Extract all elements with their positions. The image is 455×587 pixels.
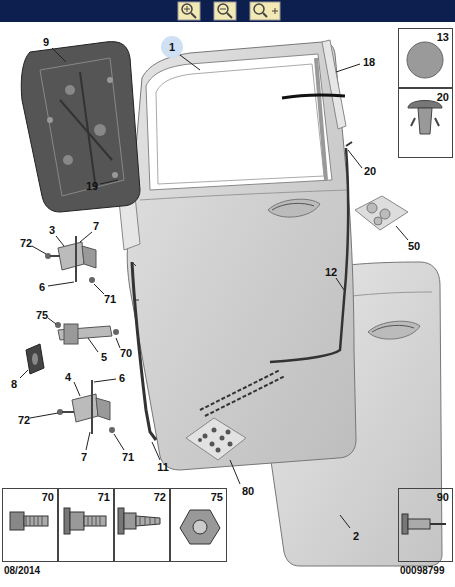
door-panel-1 [127,42,356,470]
door-seals [132,142,352,440]
part-thumbnail-box: 90 [398,488,453,562]
part-thumbnail-box: 70 [2,488,58,562]
callout-number: 70 [42,492,54,503]
callout-number: 71 [103,293,117,306]
part-thumbnail-box: 71 [58,488,114,562]
trim-strips [112,40,346,250]
callout-number: 2 [352,530,360,543]
callout-number: 11 [156,461,170,474]
callout-number: 20 [437,92,449,103]
window-regulator-panel [21,42,140,212]
part-thumbnail-box: 72 [114,488,170,562]
callout-number: 12 [324,266,338,279]
callout-number: 71 [121,451,135,464]
callout-number: 50 [407,240,421,253]
callout-number: 9 [42,36,50,49]
callout-number: 8 [10,378,18,391]
callout-number: 72 [154,492,166,503]
door-check [26,322,119,374]
leader-lines [20,36,408,528]
part-thumbnail-box: 20 [398,88,453,158]
callout-number: 13 [437,32,449,43]
callout-number: 72 [19,237,33,250]
fastener-kit [186,418,246,460]
drawing-note: 00098799 [399,565,446,577]
callout-number: 7 [80,451,88,464]
callout-number: 70 [119,347,133,360]
callout-number: 18 [362,56,376,69]
callout-number: 80 [241,485,255,498]
lower-hinge [57,380,115,434]
callout-number: 19 [85,180,99,193]
callout-number: 6 [118,372,126,385]
drawing-note: 08/2014 [3,565,41,577]
callout-number: 7 [92,220,100,233]
callout-number: 4 [64,371,72,384]
callout-number: 75 [35,309,49,322]
part-thumbnail-box: 75 [170,488,227,562]
callout-number: 90 [437,492,449,503]
part-thumbnail-box: 13 [398,28,453,88]
upper-hinge [45,236,96,283]
callout-number: 3 [48,224,56,237]
callout-number: 20 [363,165,377,178]
callout-number: 75 [211,492,223,503]
callout-number: 1 [168,41,176,54]
toolbar [0,0,455,22]
callout-number: 6 [38,281,46,294]
callout-number: 5 [100,351,108,364]
callout-number: 71 [98,492,110,503]
callout-number: 72 [17,414,31,427]
pad-kit [355,196,408,230]
fastener-thumbnails [10,42,446,544]
